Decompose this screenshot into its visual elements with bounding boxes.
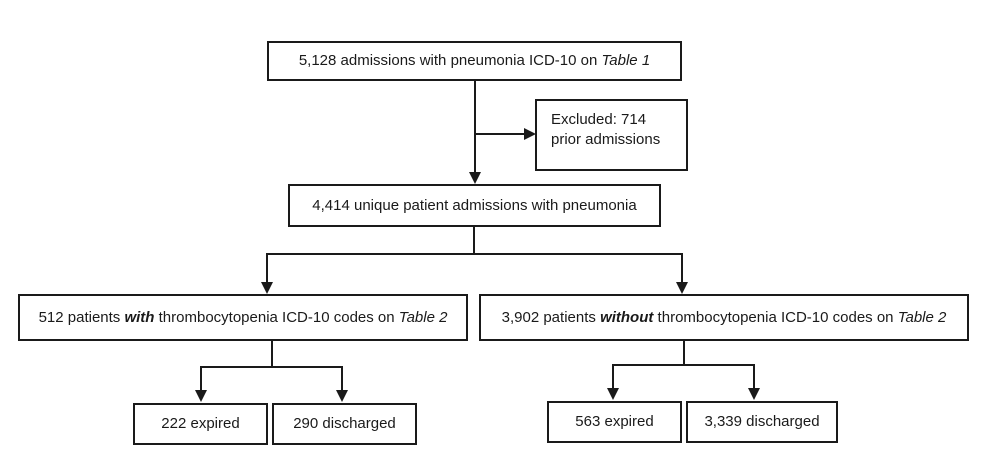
connector-to-with-group [266,253,268,283]
arrow-to-without-group [676,282,688,294]
unique-admissions-box: 4,414 unique patient admissions with pne… [288,184,661,227]
with-expired-text: 222 expired [161,415,240,432]
top-admissions-box: 5,128 admissions with pneumonia ICD-10 o… [267,41,682,81]
with-thrombocytopenia-box: 512 patients with thrombocytopenia ICD-1… [18,294,468,341]
with-emphasis: with [124,308,155,326]
connector-without-down [683,341,685,365]
arrow-to-with-group [261,282,273,294]
arrow-to-excluded [524,128,536,140]
with-thrombocytopenia-text: 512 patients with thrombocytopenia ICD-1… [39,308,448,328]
connector-unique-down [473,226,475,254]
with-discharged-text: 290 discharged [293,415,396,432]
connector-to-without-discharged [753,364,755,389]
top-admissions-table-ref: Table 1 [601,52,651,69]
arrow-to-unique [469,172,481,184]
with-table-ref: Table 2 [398,308,448,326]
arrow-to-without-discharged [748,388,760,400]
without-discharged-text: 3,339 discharged [704,413,820,430]
with-discharged-box: 290 discharged [272,403,417,445]
arrow-to-with-expired [195,390,207,402]
without-expired-box: 563 expired [547,401,682,443]
with-description: thrombocytopenia ICD-10 codes on [154,308,399,326]
top-admissions-text: 5,128 admissions with pneumonia ICD-10 o… [299,51,650,71]
connector-to-without-group [681,253,683,283]
top-admissions-label: 5,128 admissions with pneumonia ICD-10 o… [298,52,602,69]
without-table-ref: Table 2 [897,308,947,326]
connector-to-with-expired [200,366,202,391]
connector-to-with-discharged [341,366,343,391]
connector-to-without-expired [612,364,614,389]
without-thrombocytopenia-box: 3,902 patients without thrombocytopenia … [479,294,969,341]
connector-split-horizontal [266,253,683,255]
unique-admissions-text: 4,414 unique patient admissions with pne… [312,196,637,214]
arrow-to-without-expired [607,388,619,400]
without-count: 3,902 patients [501,308,601,326]
connector-without-split [612,364,755,366]
without-discharged-box: 3,339 discharged [686,401,838,443]
connector-top-to-unique [474,80,476,173]
arrow-to-with-discharged [336,390,348,402]
without-emphasis: without [600,308,654,326]
with-expired-box: 222 expired [133,403,268,445]
without-description: thrombocytopenia ICD-10 codes on [653,308,898,326]
excluded-count: Excluded: 714 [551,111,647,128]
connector-to-excluded [474,133,526,135]
connector-with-down [271,341,273,367]
excluded-reason: prior admissions [551,131,661,148]
without-expired-text: 563 expired [575,413,654,430]
excluded-box: Excluded: 714 prior admissions [535,99,688,171]
with-count: 512 patients [38,308,125,326]
without-thrombocytopenia-text: 3,902 patients without thrombocytopenia … [502,308,947,328]
connector-with-split [200,366,343,368]
